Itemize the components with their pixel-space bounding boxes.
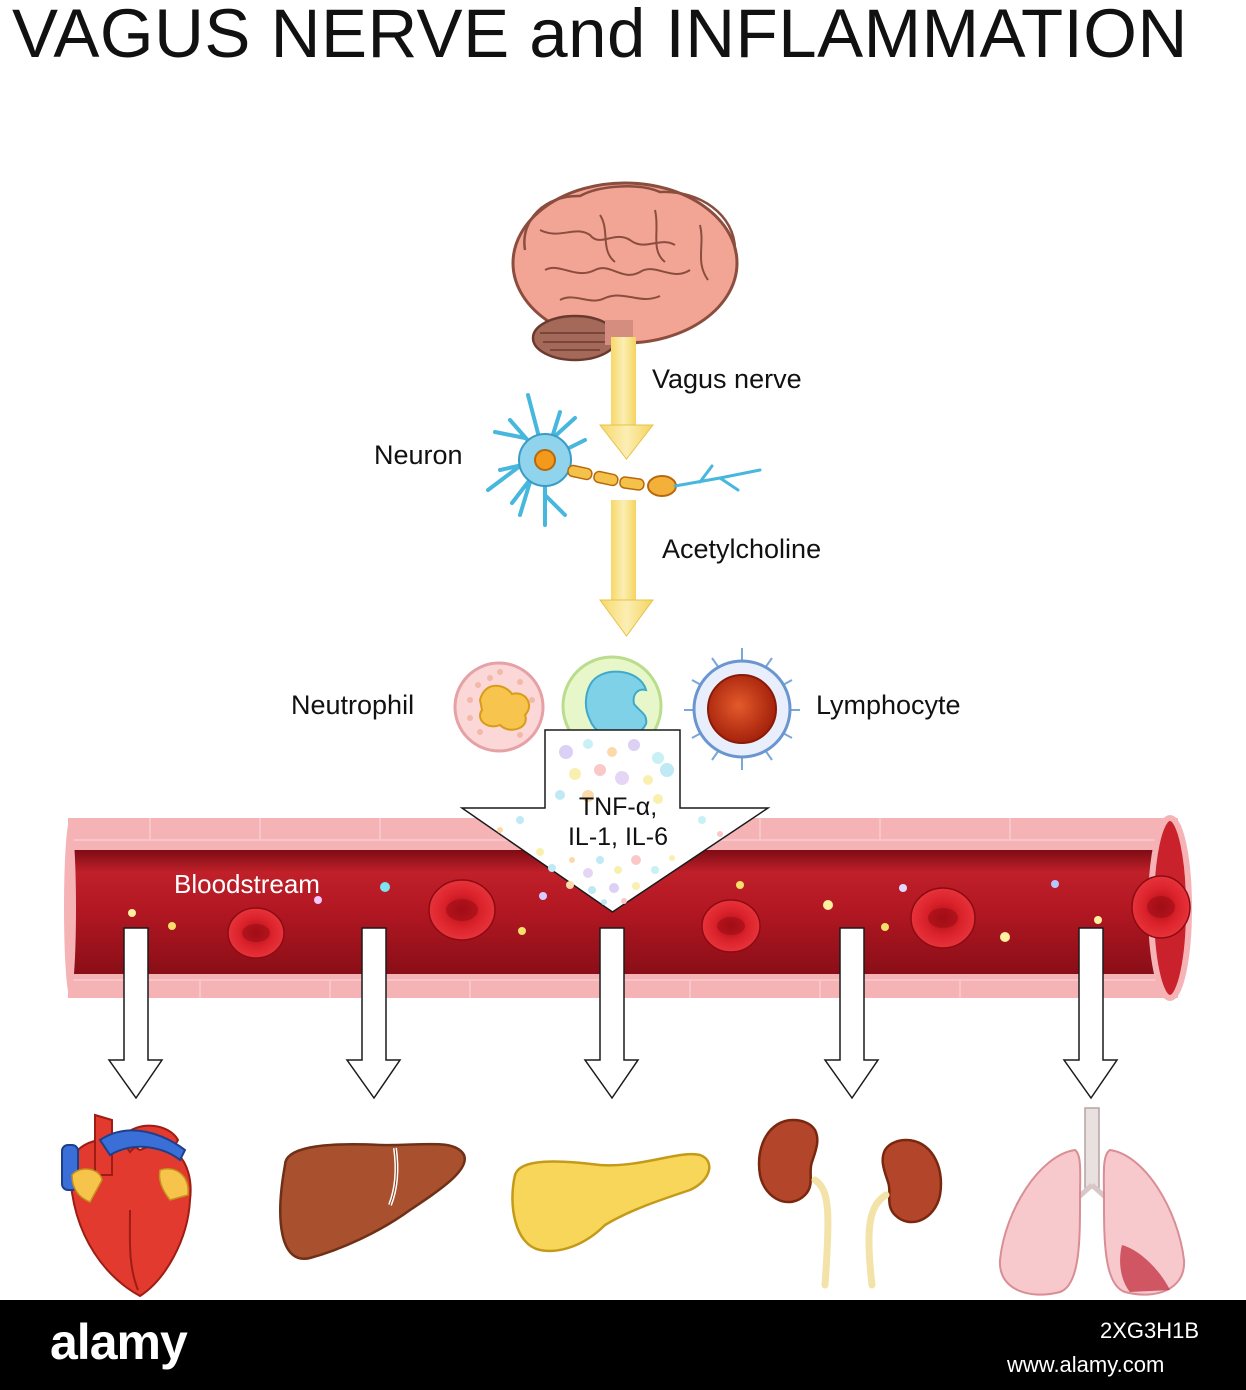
red-blood-cell: [910, 887, 976, 949]
red-blood-cells: [227, 875, 1191, 959]
page-title: VAGUS NERVE and INFLAMMATION: [12, 0, 1188, 72]
lymphocyte-icon: [684, 648, 800, 770]
red-blood-cell: [1131, 875, 1191, 939]
arrow-to-pancreas: [583, 927, 640, 1100]
cytokines-label: TNF-α, IL-1, IL-6: [548, 792, 688, 852]
cytokine-release-arrow: [459, 729, 771, 913]
organ-arrows: [107, 927, 1119, 1100]
red-blood-cell: [701, 899, 761, 953]
arrow-to-kidneys: [823, 927, 880, 1100]
arrow-to-liver: [345, 927, 402, 1100]
kidneys-icon: [757, 1118, 943, 1289]
vagus-nerve-arrow: [598, 337, 655, 460]
neutrophil-label: Neutrophil: [291, 690, 415, 720]
red-blood-cell: [428, 879, 496, 941]
acetylcholine-label: Acetylcholine: [662, 534, 822, 564]
lymphocyte-label: Lymphocyte: [816, 690, 961, 720]
liver-icon: [279, 1142, 466, 1260]
arrow-to-heart: [107, 927, 164, 1100]
watermark-logo: alamy: [50, 1314, 188, 1370]
neuron-label: Neuron: [374, 440, 463, 470]
bloodstream-label: Bloodstream: [174, 869, 320, 899]
red-blood-cell: [227, 907, 285, 959]
pancreas-icon: [511, 1152, 711, 1253]
cytokines-line-1: TNF-α,: [578, 793, 658, 821]
neutrophil-icon: [453, 661, 545, 753]
cytokines-line-2: IL-1, IL-6: [567, 823, 669, 851]
watermark-image-id: 2XG3H1B: [1100, 1318, 1200, 1343]
arrow-to-lungs: [1062, 927, 1119, 1100]
vagus-nerve-label: Vagus nerve: [652, 364, 802, 394]
watermark-url: www.alamy.com: [1007, 1352, 1165, 1377]
heart-icon: [61, 1113, 192, 1298]
cytokine-particles: [497, 739, 723, 905]
brain-icon: [511, 181, 739, 362]
watermark-footer: [0, 1300, 1246, 1390]
neuron-icon: [486, 393, 762, 527]
acetylcholine-arrow: [599, 500, 654, 637]
plasma-particles: [128, 880, 1102, 942]
lungs-icon: [998, 1107, 1186, 1296]
